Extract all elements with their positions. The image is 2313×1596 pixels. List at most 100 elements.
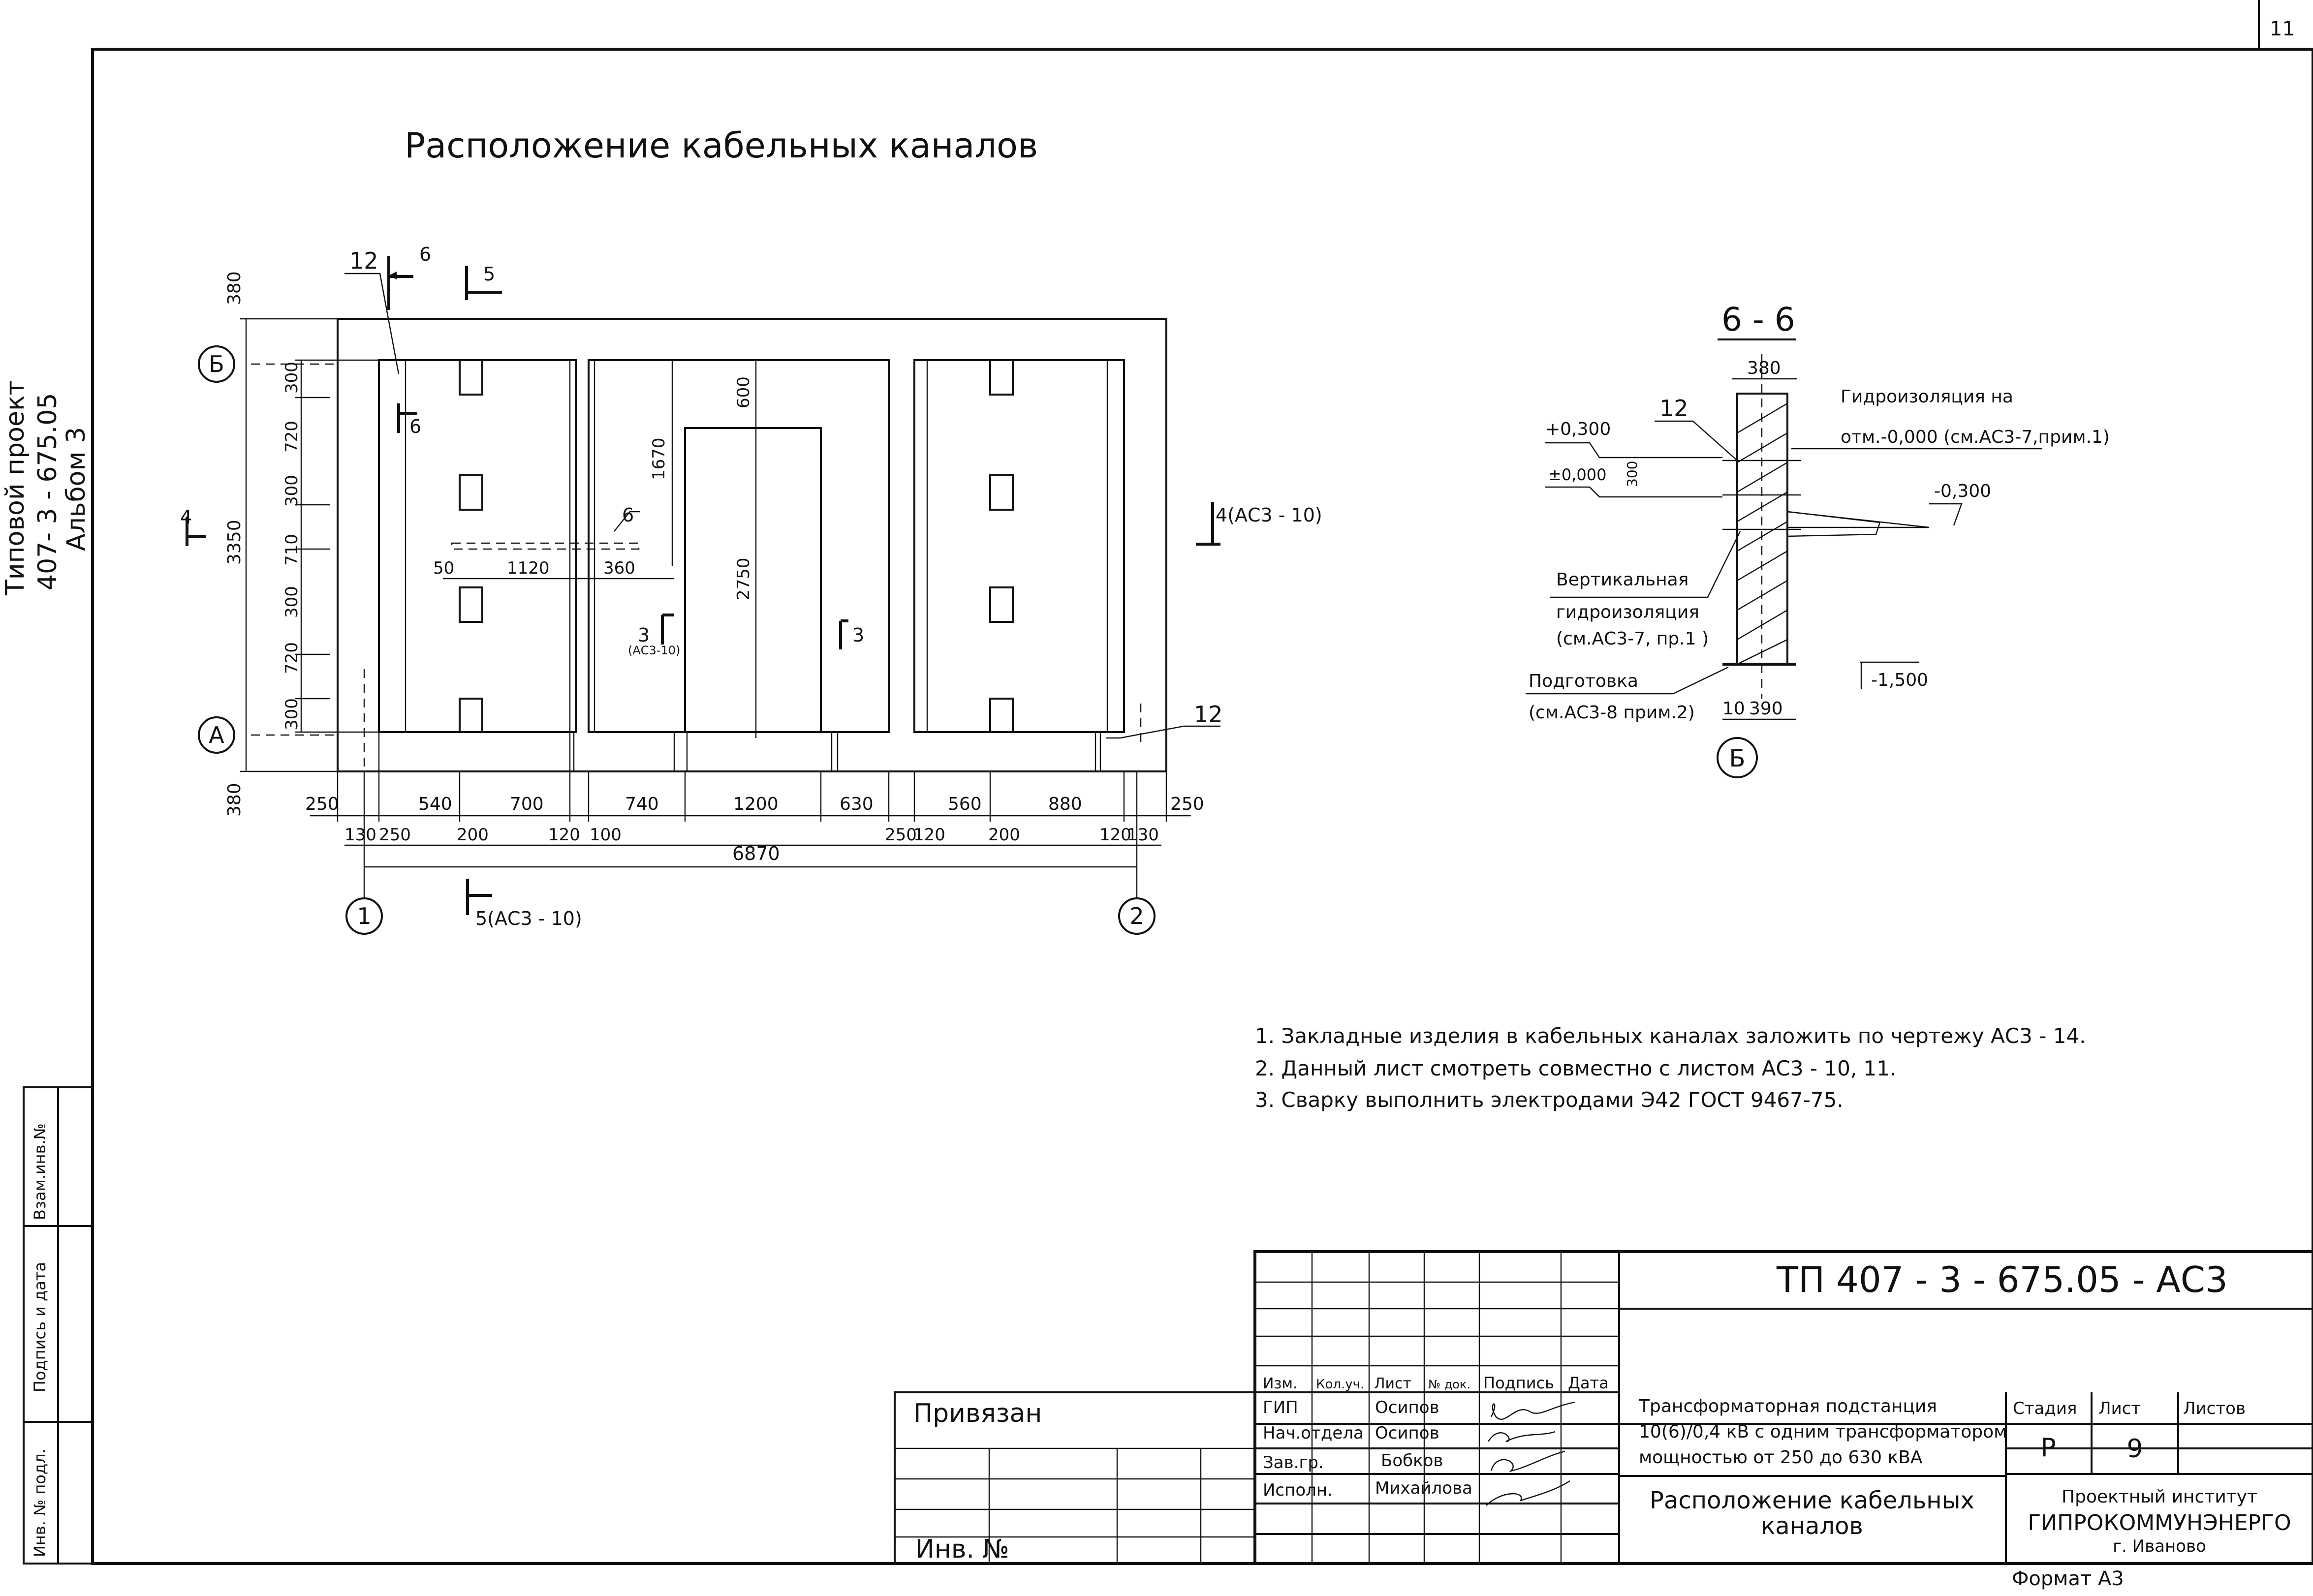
hdim-r2-4: 120 [548, 825, 580, 845]
hdr-kol: Кол.уч. [1316, 1377, 1364, 1392]
hdim-r2-7: 120 [913, 825, 945, 845]
role-nach: Нач.отдела [1263, 1423, 1364, 1443]
listov-hdr: Листов [2183, 1399, 2246, 1418]
object-2: 10(6)/0,4 кВ с одним трансформатором [1639, 1422, 2007, 1442]
section-w380: 380 [1747, 358, 1781, 378]
format-label: Формат А3 [2012, 1567, 2124, 1590]
signatures [1486, 1401, 1575, 1506]
hdr-list: Лист [1374, 1375, 1411, 1392]
vdim-chain-5: 300 [282, 586, 302, 618]
sheet-title-1: Расположение кабельных [1650, 1487, 1974, 1514]
section-title: 6 - 6 [1721, 301, 1795, 338]
name-gip: Осипов [1375, 1398, 1439, 1417]
side-project: Типовой проект [0, 380, 30, 596]
mark-6: 6 [419, 244, 431, 265]
note-1: 1. Закладные изделия в кабельных каналах… [1255, 1024, 2086, 1048]
hdim-r2-6: 250 [885, 825, 917, 845]
hdim-r1-2: 540 [418, 794, 452, 814]
vdim-chain-6: 720 [282, 642, 302, 674]
level-minus1500: -1,500 [1871, 670, 1928, 690]
role-gip: ГИП [1263, 1398, 1298, 1417]
hdr-doc: № док. [1428, 1378, 1470, 1391]
hdim-r1-9: 250 [1170, 794, 1204, 814]
vdim-chain-3: 300 [282, 475, 302, 507]
mark-6-c: 6 [622, 504, 634, 526]
name-nach: Осипов [1375, 1423, 1439, 1443]
mark-6-b: 6 [409, 416, 421, 437]
plan-drawing: Расположение кабельных каналов [180, 125, 1322, 935]
side-box-podpis: Подпись и дата [31, 1262, 49, 1392]
level-minus300: -0,300 [1934, 481, 1991, 501]
mark-3-a: 3 [638, 624, 650, 646]
mark-12-b: 12 [1194, 701, 1223, 728]
axis-b: Б [209, 351, 224, 377]
doc-code: ТП 407 - 3 - 675.05 - АС3 [1776, 1259, 2228, 1300]
note-3: 3. Сварку выполнить электродами Э42 ГОСТ… [1255, 1088, 1844, 1112]
vdim-bottom: 380 [224, 783, 245, 817]
dim-1120: 1120 [507, 558, 550, 578]
vdim-top: 380 [224, 271, 245, 305]
dim-1670: 1670 [649, 437, 669, 480]
title-block: Привязан Инв. № ТП 407 - 3 - 675.05 - АС… [894, 1250, 2313, 1565]
vdim-chain-7: 300 [282, 698, 302, 730]
overall-width: 6870 [732, 843, 780, 864]
side-box-inv: Инв. № подл. [31, 1448, 49, 1557]
label-prep-1: Подготовка [1529, 671, 1638, 691]
level-zero: ±0,000 [1548, 465, 1606, 484]
hdr-izm: Изм. [1263, 1375, 1298, 1392]
side-stamp: Типовой проект 407- 3 - 675.05 Альбом 3 … [0, 380, 94, 1565]
hdim-r2-5: 100 [590, 825, 622, 845]
hdim-r1-6: 630 [840, 794, 874, 814]
hdim-r2-8: 200 [988, 825, 1020, 845]
hdim-r2-1: 130 [344, 825, 376, 845]
hdim-r1-7: 560 [948, 794, 982, 814]
ref-3: (АС3-10) [628, 644, 680, 657]
object-1: Трансформаторная подстанция [1638, 1396, 1937, 1416]
object-3: мощностью от 250 до 630 кВА [1639, 1447, 1923, 1468]
axis-1: 1 [357, 903, 371, 929]
axis-2: 2 [1129, 903, 1144, 929]
side-box-vzam: Взам.инв.№ [31, 1123, 49, 1220]
hdim-r1-8: 880 [1048, 794, 1082, 814]
list-hdr: Лист [2098, 1399, 2141, 1418]
side-album: Альбом 3 [62, 427, 91, 551]
section-6-6: 6 - 6 380 10 390 300 12 +0,300 ±0,000 -0… [1526, 301, 2110, 778]
label-hydro-1: Гидроизоляция на [1841, 387, 2013, 407]
mark-5: 5 [483, 263, 495, 285]
hdim-r1-5: 1200 [733, 794, 779, 814]
section-h300: 300 [1624, 461, 1640, 487]
hdim-r1-1: 250 [305, 794, 339, 814]
mark-12: 12 [349, 247, 378, 274]
vdim-chain-4: 710 [282, 534, 302, 566]
role-isp: Исполн. [1263, 1480, 1333, 1500]
hdim-r2-9: 120 [1099, 825, 1131, 845]
inv-number: Инв. № [915, 1535, 1009, 1564]
vdim-overall: 3350 [224, 520, 245, 565]
section-axis: Б [1729, 745, 1746, 772]
label-hydro-2: отм.-0,000 (см.АС3-7,прим.1) [1841, 427, 2110, 447]
hdim-r2-10: 130 [1127, 825, 1159, 845]
org-2: ГИПРОКОММУНЭНЕРГО [2028, 1510, 2291, 1535]
org-1: Проектный институт [2062, 1487, 2257, 1507]
dim-600: 600 [734, 376, 753, 408]
sheet-value: 9 [2126, 1434, 2143, 1464]
notes: 1. Закладные изделия в кабельных каналах… [1255, 1024, 2086, 1112]
hdr-sign: Подпись [1483, 1374, 1554, 1392]
hdim-r1-3: 700 [510, 794, 544, 814]
side-code: 407- 3 - 675.05 [33, 393, 63, 590]
ref-5: 5(АС3 - 10) [475, 908, 582, 929]
privyazan: Привязан [913, 1399, 1042, 1428]
hdim-r2-3: 200 [457, 825, 489, 845]
hdim-r2-2: 250 [379, 825, 411, 845]
role-zav: Зав.гр. [1263, 1453, 1324, 1473]
name-isp: Михайлова [1375, 1478, 1472, 1498]
label-vert-3: (см.АС3-7, пр.1 ) [1556, 629, 1709, 649]
sheet-number: 11 [2270, 18, 2295, 40]
vdim-chain-2: 720 [282, 421, 302, 453]
plan-title: Расположение кабельных каналов [405, 125, 1038, 166]
section-w390: 390 [1749, 699, 1783, 719]
name-zav: Бобков [1381, 1451, 1443, 1471]
mark-3-b: 3 [852, 624, 864, 646]
vdim-chain-1: 300 [282, 362, 302, 394]
